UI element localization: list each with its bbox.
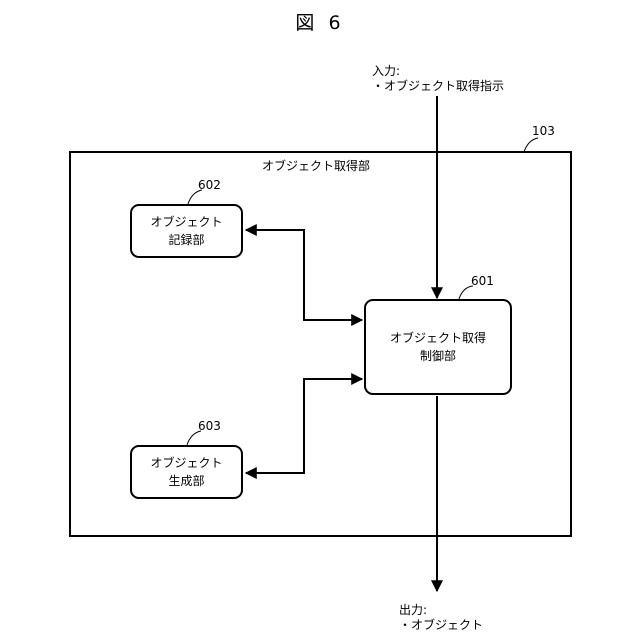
recorder-block-number: 602 xyxy=(198,178,221,192)
object-generator-block: オブジェクト 生成部 xyxy=(130,445,243,499)
container-title: オブジェクト取得部 xyxy=(262,157,370,174)
generator-block-number: 603 xyxy=(198,419,221,433)
generator-block-line1: オブジェクト xyxy=(150,454,222,472)
recorder-block-line1: オブジェクト xyxy=(150,213,222,231)
control-block-line1: オブジェクト取得 xyxy=(390,329,486,347)
recorder-connector-arrow xyxy=(246,230,362,320)
container-leader-line xyxy=(524,138,538,152)
control-block-line2: 制御部 xyxy=(420,347,456,365)
object-acquisition-control-block: オブジェクト取得 制御部 xyxy=(364,299,512,395)
generator-block-line2: 生成部 xyxy=(168,472,204,490)
object-recorder-block: オブジェクト 記録部 xyxy=(130,204,243,258)
control-block-number: 601 xyxy=(471,274,494,288)
generator-leader-line xyxy=(187,431,201,445)
generator-connector-arrow xyxy=(246,379,362,473)
recorder-block-line2: 記録部 xyxy=(168,231,204,249)
recorder-leader-line xyxy=(188,190,202,204)
container-number: 103 xyxy=(532,124,555,138)
